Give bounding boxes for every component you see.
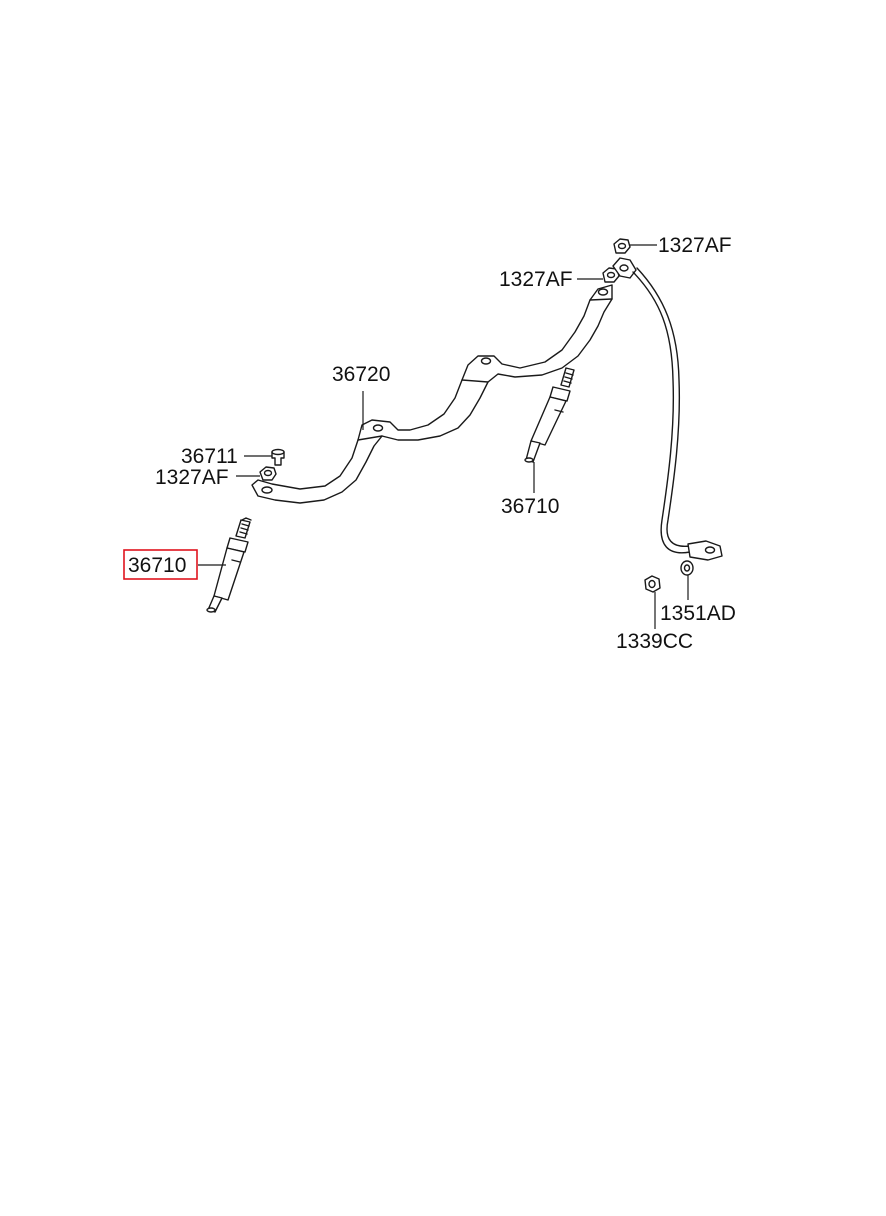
nut-1339cc <box>644 575 661 593</box>
callout-label: 1327AF <box>155 466 229 489</box>
callout-1339cc[interactable]: 1339CC <box>616 630 693 653</box>
nut-top-right-1327af <box>613 238 631 254</box>
nut-left-1327af <box>259 466 277 481</box>
glow-plug-left <box>206 517 252 613</box>
callout-1327af-top-left[interactable]: 1327AF <box>499 268 573 291</box>
leader-lines <box>198 244 689 629</box>
callout-label: 1351AD <box>660 602 736 625</box>
callout-36710-right[interactable]: 36710 <box>501 495 559 518</box>
callout-36710-highlighted[interactable]: 36710 <box>123 549 198 580</box>
callout-label: 1339CC <box>616 630 693 653</box>
callout-1327af-left[interactable]: 1327AF <box>155 466 229 489</box>
glow-plug-rail <box>251 284 613 504</box>
washer-1351ad <box>680 560 694 576</box>
ground-cable <box>612 257 723 561</box>
callout-36711[interactable]: 36711 <box>181 445 238 468</box>
callout-label: 36720 <box>332 363 390 386</box>
callout-36720[interactable]: 36720 <box>332 363 390 386</box>
callout-label: 1327AF <box>658 234 732 257</box>
nut-top-left-1327af <box>602 267 620 283</box>
callout-1327af-top-right[interactable]: 1327AF <box>658 234 732 257</box>
callout-label: 1327AF <box>499 268 573 291</box>
callout-label: 36711 <box>181 445 238 468</box>
callout-1351ad[interactable]: 1351AD <box>660 602 736 625</box>
callout-label: 36710 <box>501 495 559 518</box>
callout-label: 36710 <box>128 554 186 577</box>
bolt-36711 <box>271 448 285 466</box>
highlight-box <box>123 549 198 580</box>
glow-plug-right <box>524 367 575 463</box>
